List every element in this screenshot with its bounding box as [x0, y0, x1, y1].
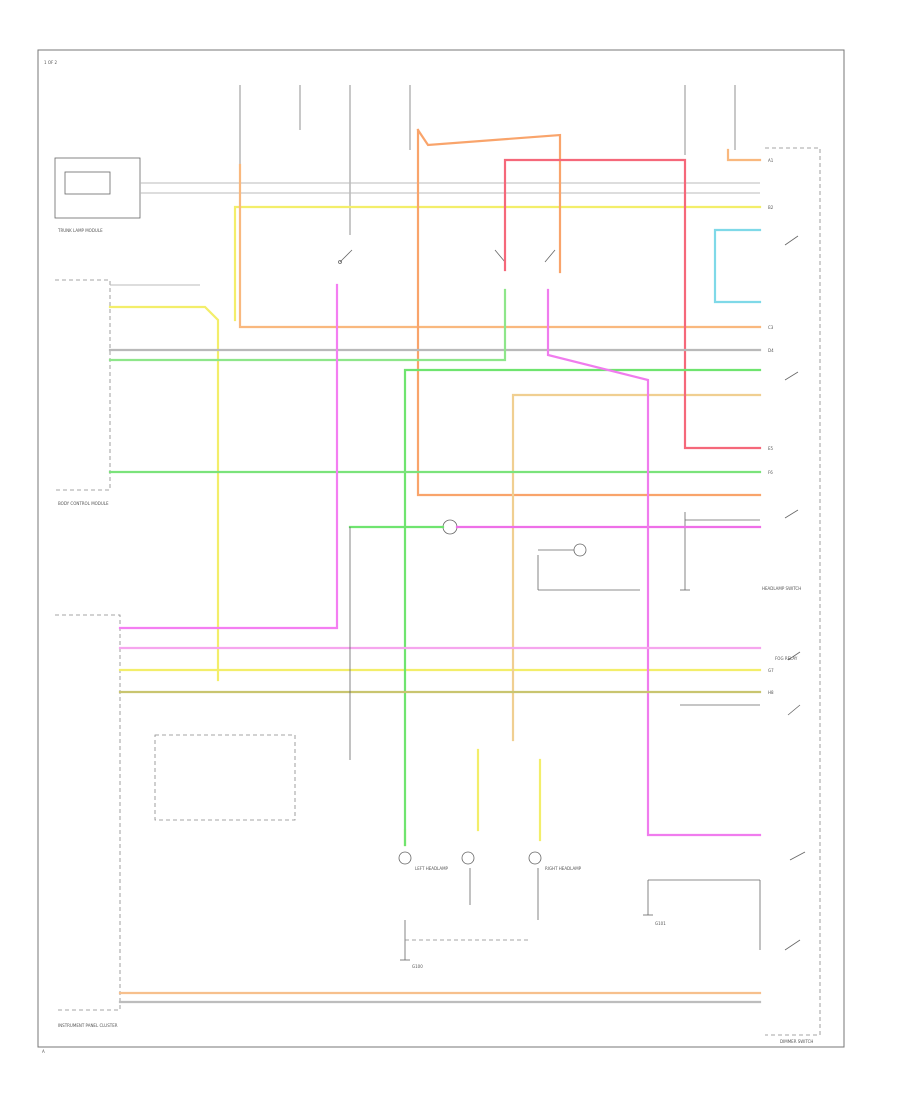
- instrument-cluster-label: INSTRUMENT PANEL CLUSTER: [58, 1023, 118, 1028]
- corner-label: 1 OF 2: [44, 60, 58, 65]
- dimmer-switch-label: DIMMER SWITCH: [780, 1039, 813, 1044]
- green-wire-2: [403, 368, 762, 847]
- left-lamp-bulb: [398, 851, 412, 865]
- svg-text:E5: E5: [768, 446, 774, 451]
- warning-module-box: [154, 734, 296, 821]
- ground-left-label: G100: [412, 964, 423, 969]
- relay-switches: [338, 235, 806, 951]
- gray-bus-lines: [110, 182, 760, 286]
- right-lamp-bulb: [528, 851, 542, 865]
- svg-text:F6: F6: [768, 470, 773, 475]
- svg-text:D4: D4: [768, 348, 774, 353]
- body-control-module-box[interactable]: [55, 279, 111, 491]
- tan-wire: [511, 393, 762, 742]
- svg-text:H8: H8: [768, 690, 774, 695]
- red-wire: [503, 158, 762, 450]
- svg-text:A1: A1: [768, 158, 774, 163]
- rear-lamp-bulb: [573, 543, 587, 557]
- headlamp-switch-label: HEADLAMP SWITCH: [762, 586, 801, 591]
- trunk-lamp-module-box: [54, 157, 141, 219]
- brake-lamp-bulb: [442, 519, 458, 535]
- orange-wire-loop: [416, 128, 762, 497]
- ground-right-label: G101: [655, 921, 666, 926]
- center-lamp-bulb: [461, 851, 475, 865]
- ground-symbols: [400, 520, 690, 961]
- svg-text:G7: G7: [768, 668, 774, 673]
- svg-text:B2: B2: [768, 205, 774, 210]
- fog-relay-label: FOG RELAY: [775, 656, 798, 661]
- lamp-bulbs: [398, 519, 587, 865]
- bottom-left-mark: A: [42, 1049, 45, 1054]
- orange-wire-small: [726, 148, 762, 162]
- green-wire-1: [108, 288, 507, 362]
- top-fuse-stubs: [239, 85, 736, 235]
- trunk-lamp-module-label: TRUNK LAMP MODULE: [57, 228, 103, 233]
- right-headlamp-label: RIGHT HEADLAMP: [545, 866, 582, 871]
- left-headlamp-label: LEFT HEADLAMP: [415, 866, 449, 871]
- black-circuit-lines: [349, 512, 761, 950]
- svg-text:C3: C3: [768, 325, 774, 330]
- diagram-border: [37, 49, 845, 1048]
- right-connector-bracket: [765, 147, 821, 1036]
- magenta-wire-1: [118, 283, 339, 630]
- orange-wire-top: [238, 163, 762, 329]
- pin-labels: A1 B2 C3 D4 E5 F6 G7 H8: [768, 158, 774, 695]
- instrument-cluster-box[interactable]: [55, 614, 121, 1011]
- body-control-module-label: BODY CONTROL MODULE: [58, 501, 109, 506]
- magenta-wire-3: [546, 288, 762, 837]
- cyan-wire: [713, 228, 762, 304]
- yellow-wire: [108, 205, 762, 682]
- trunk-lamp-module-inner: [64, 171, 111, 195]
